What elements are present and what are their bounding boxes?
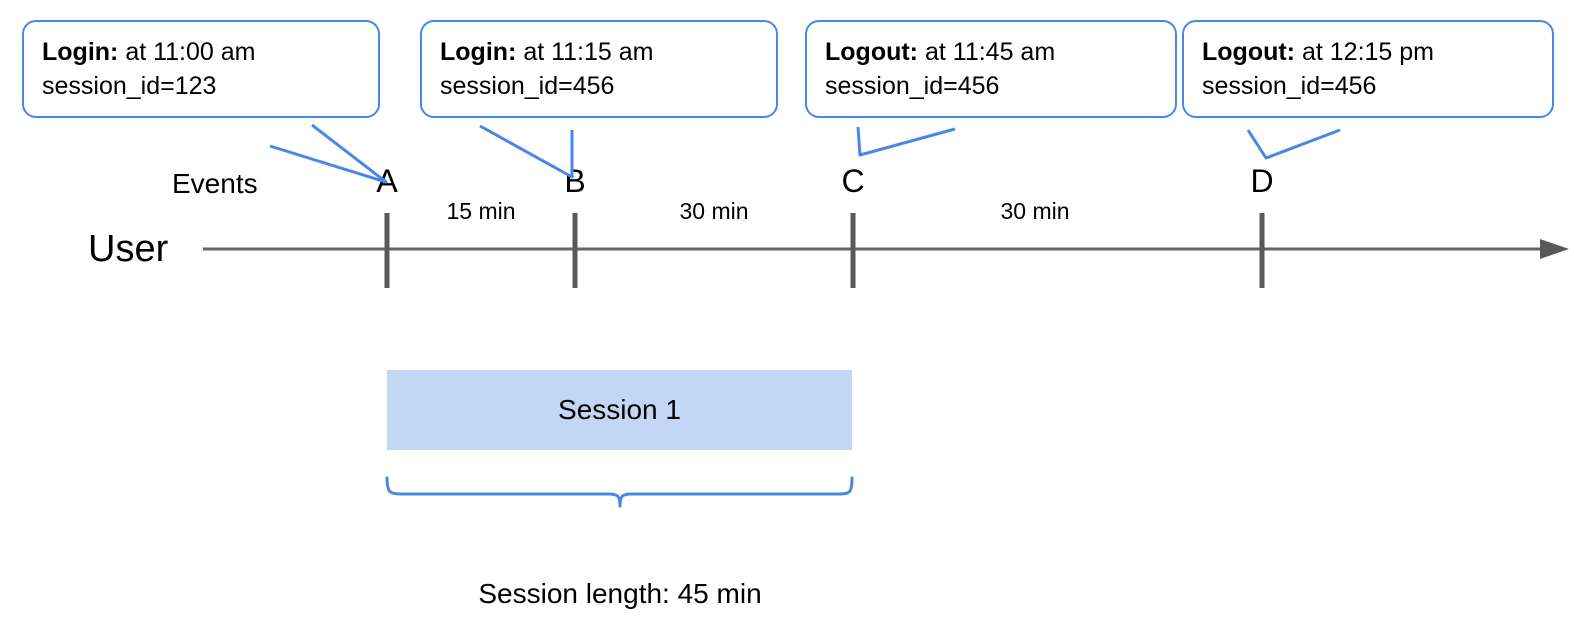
callout-event-c[interactable]: Logout: at 11:45 am session_id=456	[805, 20, 1177, 118]
session-length-caption: Session length: 45 min	[478, 578, 762, 609]
gap-label-a-b: 15 min	[446, 198, 516, 224]
tick-label-c: C	[841, 163, 865, 199]
callout-b-type: Login:	[440, 38, 517, 66]
callout-a-time: at 11:00 am	[125, 38, 256, 66]
gap-label-c-d: 30 min	[1000, 198, 1070, 224]
callout-b-time: at 11:15 am	[523, 38, 654, 66]
callout-c-type: Logout:	[825, 38, 919, 66]
callout-event-d[interactable]: Logout: at 12:15 pm session_id=456	[1182, 20, 1554, 118]
callout-c-session-id: session_id=456	[825, 71, 1000, 100]
callout-event-b[interactable]: Login: at 11:15 am session_id=456	[420, 20, 778, 118]
events-row-label: Events	[172, 168, 258, 199]
callout-a-type: Login:	[42, 38, 119, 66]
callout-d-time: at 12:15 pm	[1301, 38, 1434, 66]
gap-label-b-c: 30 min	[679, 198, 749, 224]
axis-arrowhead	[1540, 239, 1569, 259]
callout-b-session-id: session_id=456	[440, 71, 615, 100]
callout-d-session-id: session_id=456	[1202, 71, 1377, 100]
callout-d-type: Logout:	[1202, 38, 1296, 66]
session-bar-label: Session 1	[558, 394, 681, 425]
tick-label-d: D	[1250, 163, 1274, 199]
user-row-label: User	[88, 228, 169, 270]
session-brace	[385, 476, 854, 508]
callout-a-session-id: session_id=123	[42, 71, 217, 100]
session-bar[interactable]: Session 1	[387, 370, 852, 450]
callout-event-a[interactable]: Login: at 11:00 am session_id=123	[22, 20, 380, 118]
callout-c-time: at 11:45 am	[924, 38, 1056, 66]
